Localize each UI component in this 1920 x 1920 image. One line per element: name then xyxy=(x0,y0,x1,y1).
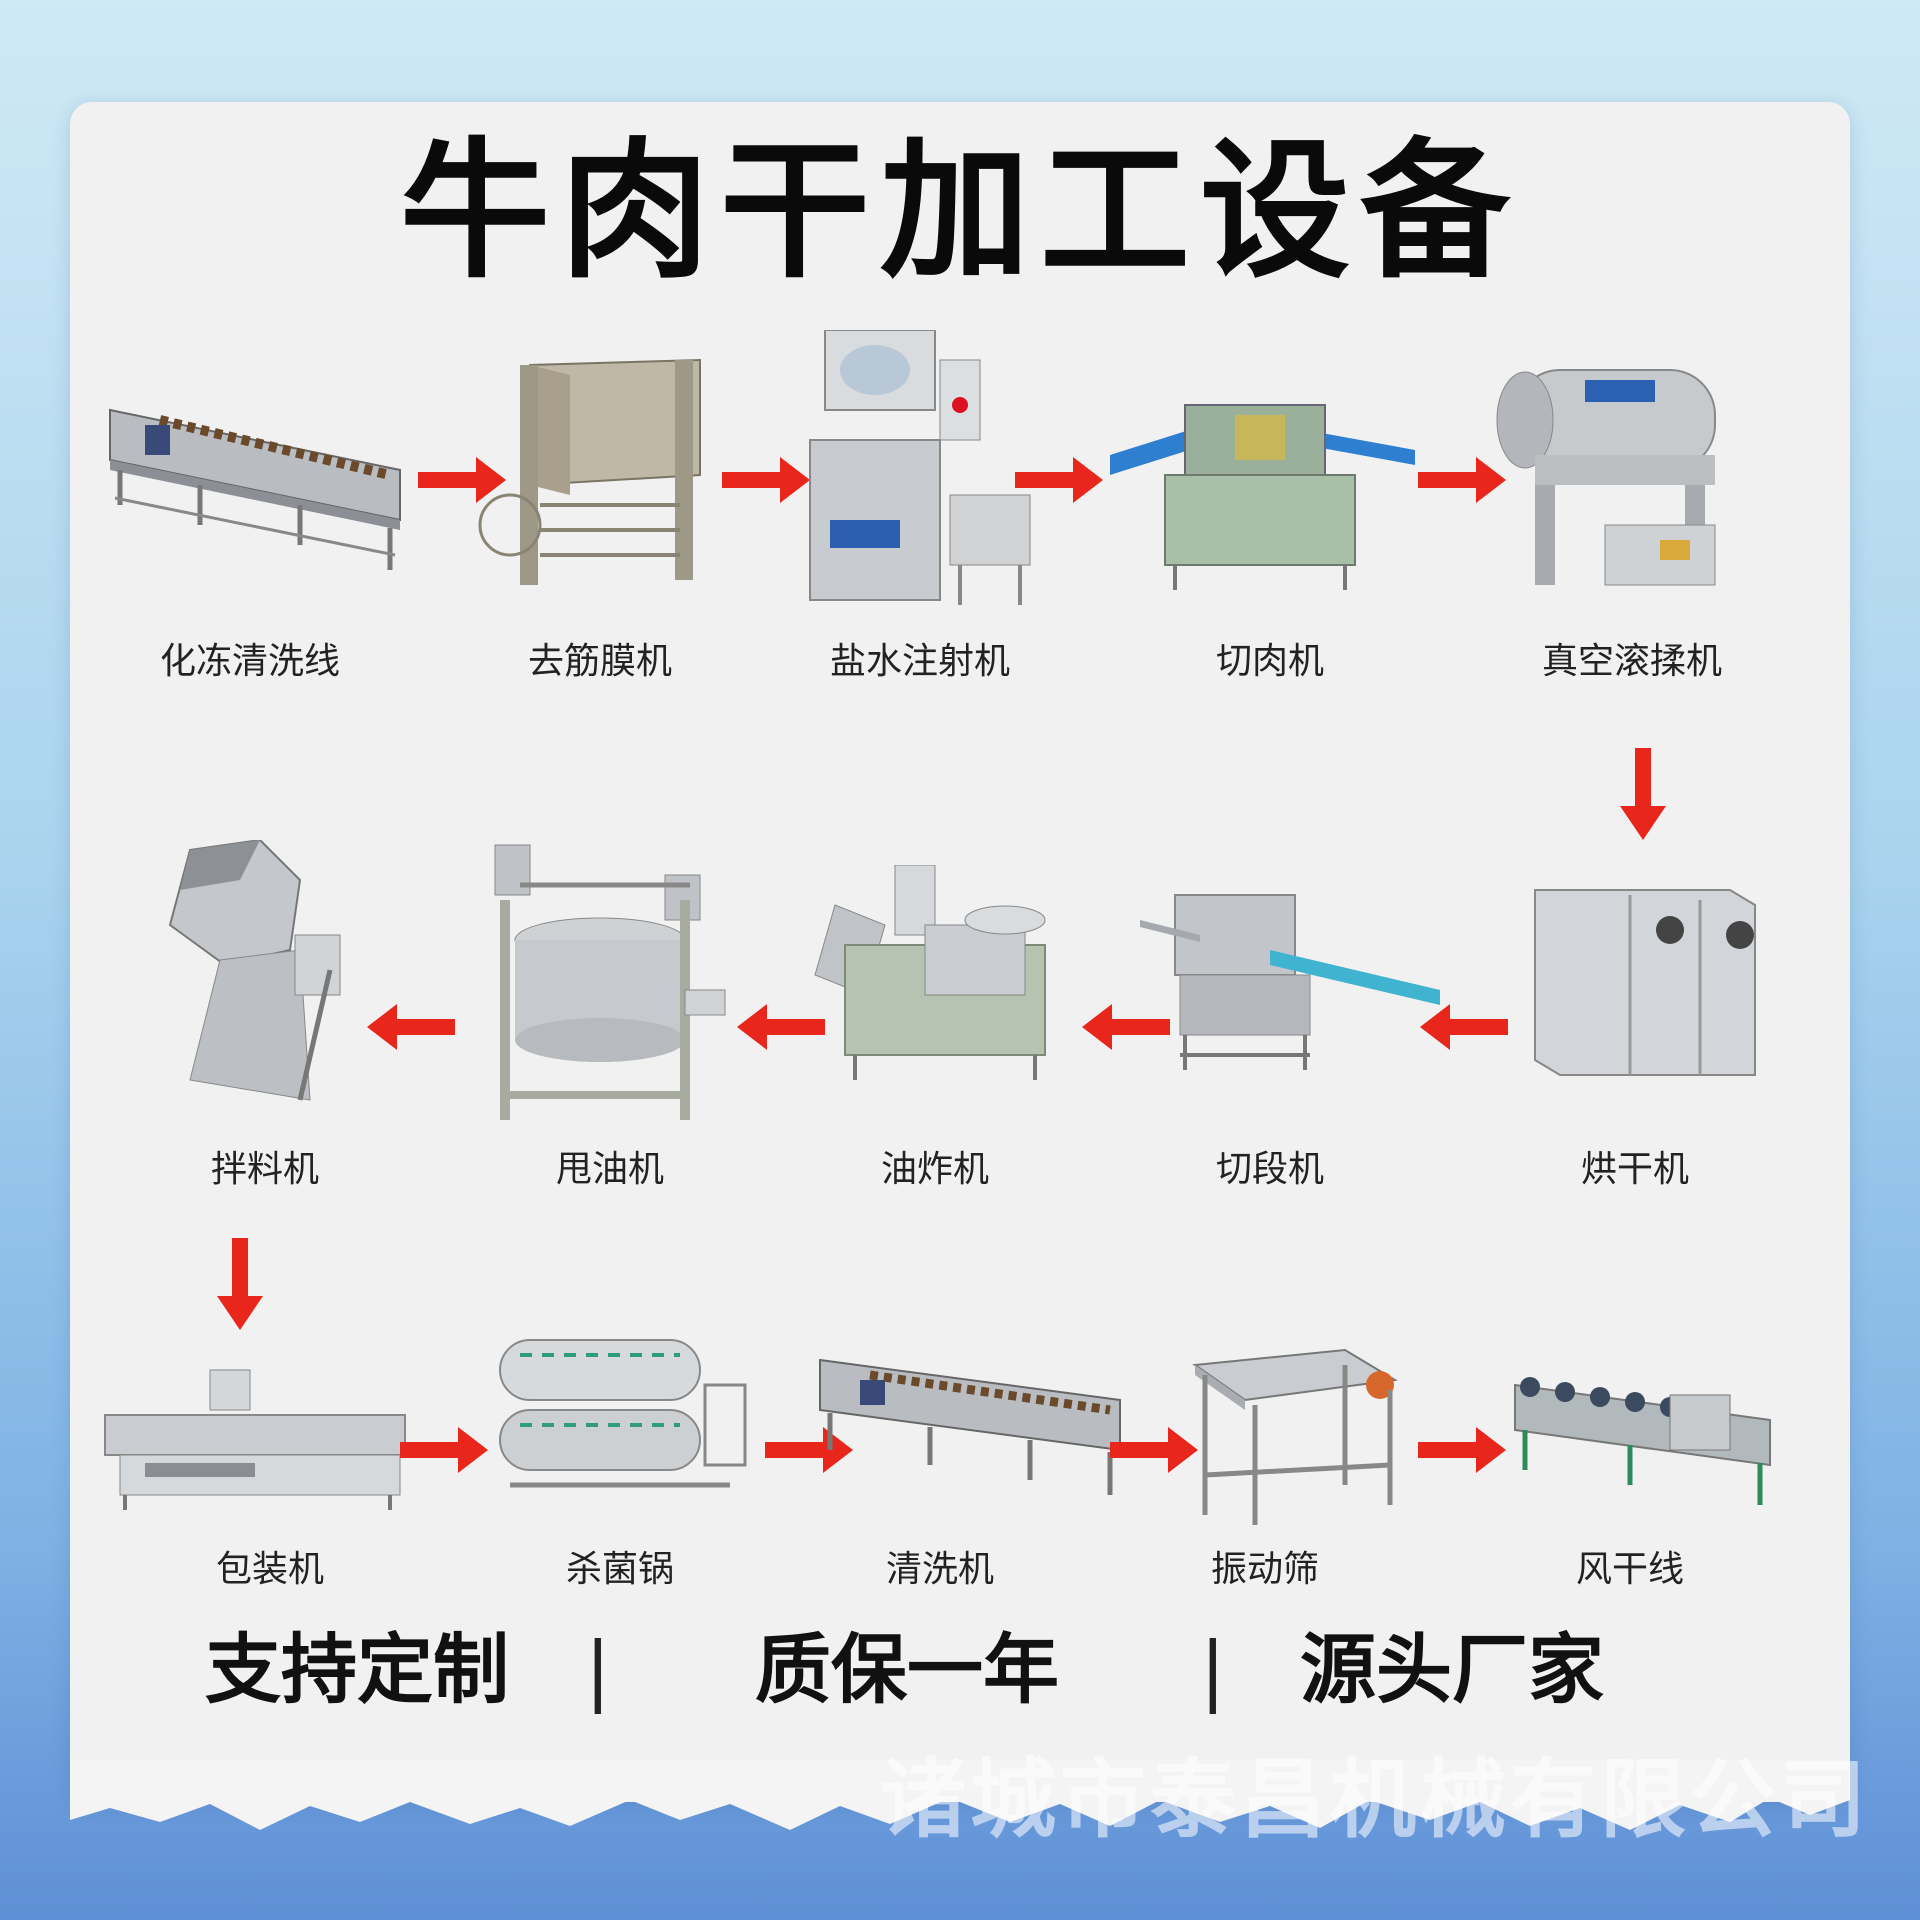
torn-paper-edge xyxy=(70,1760,1850,1830)
dicer-icon xyxy=(1140,880,1440,1100)
tagline-customizable: 支持定制 xyxy=(205,1625,509,1714)
dryer-icon xyxy=(1530,880,1830,1100)
tagline-separator-1: | xyxy=(585,1625,611,1714)
washer-icon xyxy=(810,1355,1121,1575)
arrow-left-1 xyxy=(1420,1004,1508,1050)
page-title: 牛肉干加工设备 xyxy=(399,125,1520,299)
tagline-warranty: 质保一年 xyxy=(755,1625,1059,1714)
arrow-right-2 xyxy=(722,457,810,503)
step-label-10: 拌料机 xyxy=(210,1149,319,1190)
arrow-left-4 xyxy=(367,1004,455,1050)
air-dryer-line-icon xyxy=(1510,1365,1810,1585)
step-label-8: 油炸机 xyxy=(880,1149,989,1190)
step-label-12: 杀菌锅 xyxy=(565,1549,674,1590)
arrow-right-5 xyxy=(400,1427,488,1473)
packaging-machine-icon xyxy=(100,1365,406,1585)
seasoning-mixer-icon xyxy=(150,838,450,1101)
arrow-right-3 xyxy=(1015,457,1103,503)
step-label-9: 甩油机 xyxy=(555,1149,664,1190)
vibrating-screen-icon xyxy=(1185,1345,1485,1565)
arrow-right-1 xyxy=(418,457,506,503)
brine-injector-icon xyxy=(800,329,1100,605)
step-label-4: 切肉机 xyxy=(1215,641,1324,682)
deoiler-icon xyxy=(480,840,780,1120)
membrane-remover-icon xyxy=(470,345,770,585)
step-label-11: 包装机 xyxy=(215,1549,324,1590)
meat-cutter-icon xyxy=(1105,395,1415,615)
arrow-right-4 xyxy=(1418,457,1506,503)
washing-line-icon xyxy=(100,380,401,600)
arrow-right-8 xyxy=(1418,1427,1506,1473)
tagline-separator-2: | xyxy=(1200,1625,1226,1714)
step-label-13: 清洗机 xyxy=(885,1549,994,1590)
vacuum-tumbler-icon xyxy=(1485,355,1785,586)
arrow-left-3 xyxy=(737,1004,825,1050)
tagline-factory-direct: 源头厂家 xyxy=(1300,1625,1604,1714)
step-label-6: 烘干机 xyxy=(1580,1149,1689,1190)
company-watermark: 诸城市泰昌机械有限公司 xyxy=(880,1750,1870,1850)
footer-tagline: 支持定制 | 质保一年 | 源头厂家 xyxy=(0,1620,1920,1720)
step-label-5: 真空滚揉机 xyxy=(1541,641,1722,682)
step-label-14: 振动筛 xyxy=(1210,1549,1319,1590)
fryer-icon xyxy=(805,864,1105,1085)
step-label-3: 盐水注射机 xyxy=(829,641,1010,682)
arrow-left-2 xyxy=(1082,1004,1170,1050)
step-label-15: 风干线 xyxy=(1575,1549,1684,1590)
step-label-2: 去筋膜机 xyxy=(527,641,672,682)
arrow-right-7 xyxy=(1110,1427,1198,1473)
arrow-down-1 xyxy=(1620,748,1666,840)
step-label-7: 切段机 xyxy=(1215,1149,1324,1190)
step-label-1: 化冻清洗线 xyxy=(159,641,340,682)
arrow-down-2 xyxy=(217,1238,263,1330)
sterilizer-icon xyxy=(490,1335,790,1555)
